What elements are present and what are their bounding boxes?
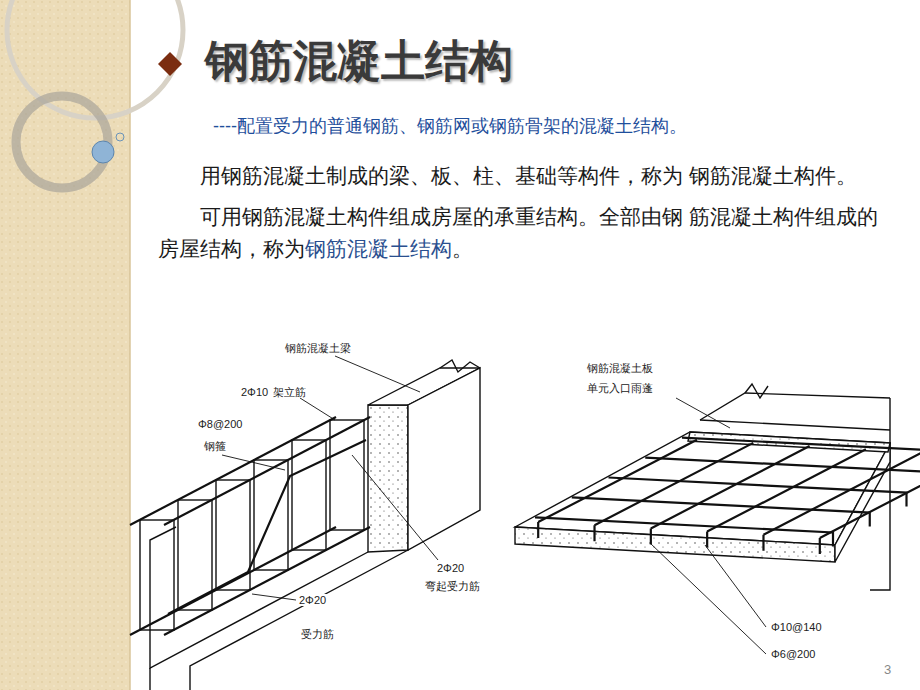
callout-label: 钢筋混凝土梁	[284, 342, 352, 354]
deco-bubble	[116, 133, 124, 141]
wall-top	[700, 393, 890, 420]
callout-label: 单元入口雨蓬	[586, 382, 654, 394]
beam-outline	[190, 550, 408, 690]
stirrup	[254, 460, 288, 570]
mesh-group	[535, 438, 920, 554]
bar-group	[130, 417, 370, 635]
mesh-bar	[609, 478, 907, 507]
highlight-term: 钢筋混凝土结构	[305, 237, 452, 260]
slide-decoration	[0, 0, 183, 690]
deco-ring	[16, 96, 108, 188]
callout-label: 钢箍	[203, 440, 227, 452]
bent-bar	[168, 440, 366, 614]
beam-outline	[149, 668, 150, 690]
leader-lines	[650, 398, 766, 654]
leader-line	[650, 543, 766, 654]
stirrup	[292, 440, 326, 550]
deco-bubble	[92, 141, 114, 163]
rebar	[130, 417, 336, 525]
callout-label: 受力筋	[300, 628, 335, 640]
rebar-spec: Φ8@200	[197, 418, 243, 430]
rebar	[164, 417, 370, 525]
mesh-bar	[535, 517, 833, 546]
side-band	[0, 0, 130, 690]
slab-illustration	[515, 384, 920, 654]
callout-label: 弯起受力筋	[424, 580, 481, 592]
leader-line	[705, 545, 766, 627]
subtitle: ----配置受力的普通钢筋、钢筋网或钢筋骨架的混凝土结构。	[213, 114, 687, 138]
beam-side	[408, 368, 480, 550]
beam-illustration	[130, 356, 480, 690]
leader-line	[222, 455, 285, 470]
callout-label: 钢筋混凝土板	[586, 362, 654, 374]
wall-edge	[700, 420, 890, 430]
beam-section	[368, 405, 408, 552]
leader-line	[335, 356, 420, 392]
mesh-bar	[682, 438, 920, 467]
rebar-spec: Φ10@140	[770, 621, 823, 633]
leader-line	[252, 594, 296, 600]
callout-label: 架立筋	[272, 386, 307, 398]
paragraph-text: 可用钢筋混凝土构件组成房屋的承重结构。全部由钢 筋混凝土构件组成的房屋结构，称为	[158, 205, 878, 261]
break-line	[745, 384, 768, 398]
leader-line	[300, 398, 335, 420]
paragraph-text: 。	[452, 237, 473, 260]
side-rule	[129, 0, 131, 690]
rebar	[164, 527, 370, 635]
mesh-bar	[572, 497, 870, 526]
rebar-spec: 2Φ10	[240, 386, 269, 398]
break-line	[440, 360, 480, 372]
slab-edge	[515, 527, 835, 562]
rebar-spec: 2Φ20	[436, 562, 465, 574]
title-bullet	[158, 52, 182, 76]
slide-title: 钢筋混凝土结构	[205, 32, 513, 91]
paragraph: 可用钢筋混凝土构件组成房屋的承重结构。全部由钢 筋混凝土构件组成的房屋结构，称为…	[158, 201, 878, 266]
paragraph: 用钢筋混凝土制成的梁、板、柱、基础等构件，称为 钢筋混凝土构件。	[158, 160, 878, 193]
deco-ring	[7, 0, 183, 118]
stirrup-group	[140, 420, 364, 630]
mesh-bar	[645, 458, 920, 487]
leader-line	[676, 398, 730, 428]
leader-line	[352, 455, 438, 560]
page-number: 3	[884, 662, 891, 677]
leader-lines	[222, 356, 438, 600]
rebar-spec: Φ6@200	[770, 648, 816, 660]
rebar-spec: 2Φ20	[298, 594, 327, 606]
